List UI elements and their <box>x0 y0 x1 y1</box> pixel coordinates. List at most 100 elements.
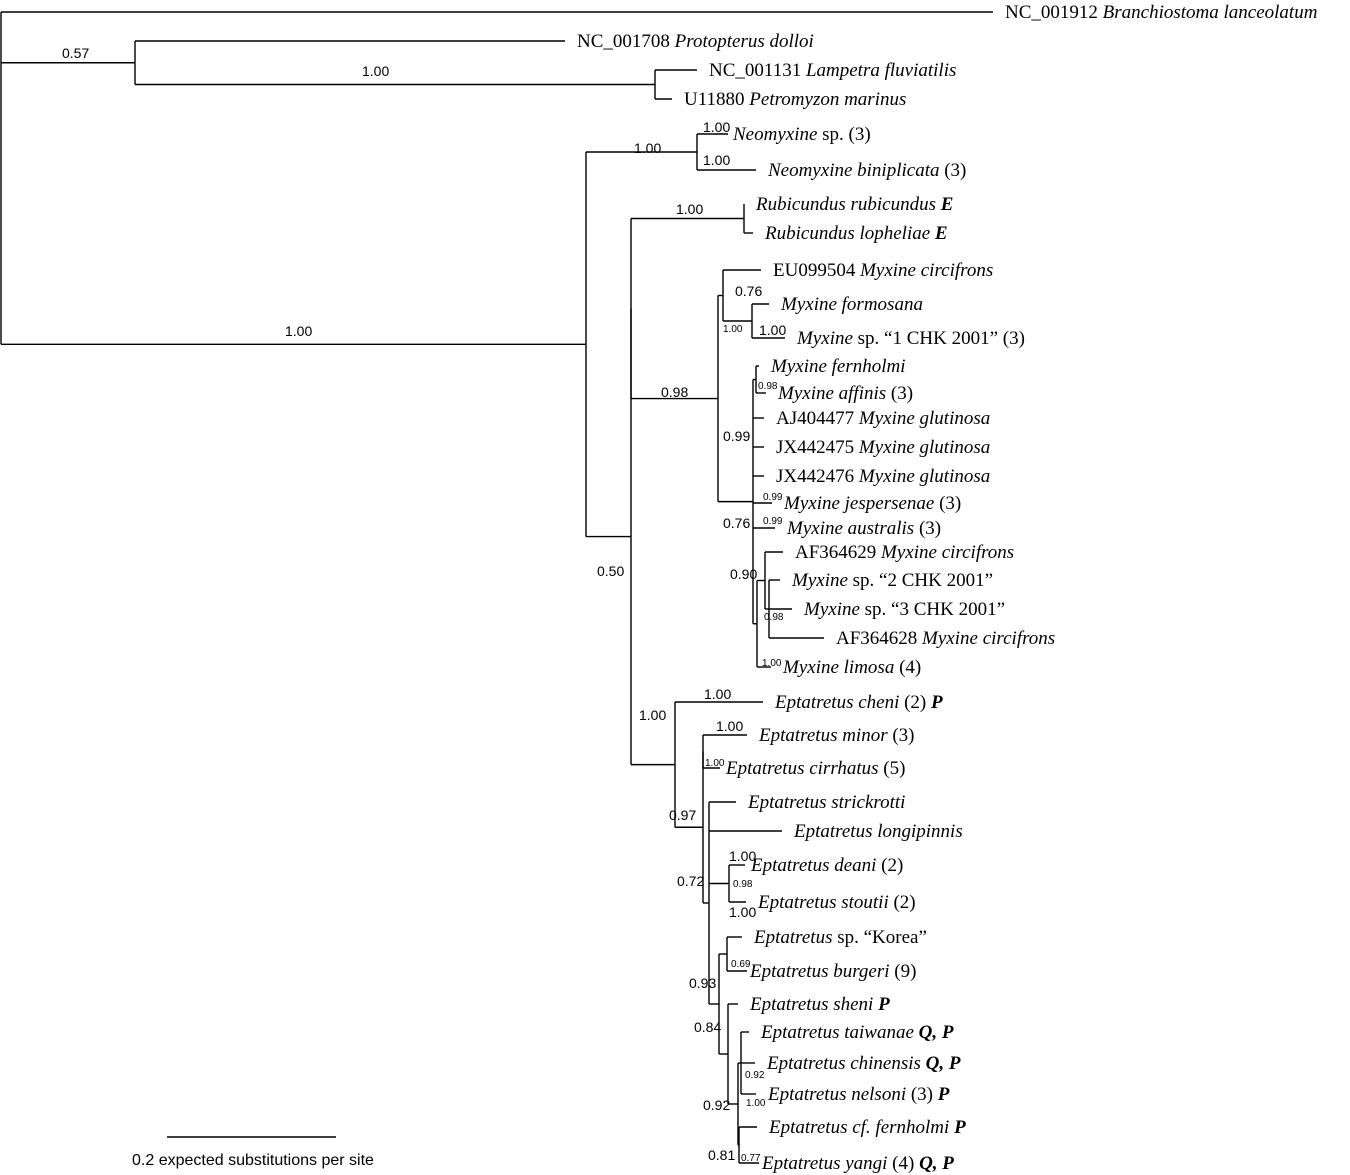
tip-label-prot: NC_001708 Protopterus dolloi <box>577 31 814 52</box>
tip-label-jx442475: JX442475 Myxine glutinosa <box>776 437 990 458</box>
support-myxine-circifrons-clade: 0.76 <box>723 515 750 531</box>
tree-branches <box>0 11 993 1164</box>
tip-label-part: P <box>930 692 943 713</box>
tip-label-part: (3) <box>888 725 915 746</box>
support-eptatretus-taiwanae: 0.92 <box>745 1070 765 1081</box>
support-myxine-formosana-clade: 1.00 <box>723 324 743 335</box>
tip-label-myfern: Myxine fernholmi <box>770 356 906 377</box>
tip-label-part: NC_001912 <box>1005 2 1103 23</box>
tip-label-part: (9) <box>890 961 917 982</box>
tip-label-neobi: Neomyxine biniplicata (3) <box>767 160 966 181</box>
tip-label-part: (2) <box>889 892 916 913</box>
tip-label-part: JX442476 <box>776 466 859 487</box>
tip-label-part: (2) <box>876 855 903 876</box>
tip-label-epshe: Eptatretus sheni P <box>749 994 890 1015</box>
support-myxine-australis: 0.99 <box>763 516 783 527</box>
tip-label-part: Rubicundus lopheliae <box>764 223 930 244</box>
tip-label-part: Myxine affinis <box>777 383 886 404</box>
tip-label-epche: Eptatretus cheni (2) P <box>774 692 943 713</box>
support-myxine: 0.98 <box>661 384 688 400</box>
tip-label-part: Eptatretus taiwanae <box>760 1022 914 1043</box>
support-eptatretus-nelsoni: 1.00 <box>746 1098 766 1109</box>
tip-label-part: sp. “1 CHK 2001” (3) <box>853 328 1025 349</box>
tip-label-my2chk: Myxine sp. “2 CHK 2001” <box>791 570 993 591</box>
tip-label-part: (3) <box>886 383 913 404</box>
tip-label-myjesp: Myxine jespersenae (3) <box>783 493 961 514</box>
tip-label-part: (3) <box>914 518 941 539</box>
tip-label-part: EU099504 <box>773 260 860 281</box>
tip-label-part: Eptatretus <box>753 927 832 948</box>
tip-label-af364628: AF364628 Myxine circifrons <box>836 628 1055 649</box>
tip-label-part: Myxine glutinosa <box>858 437 990 458</box>
support-rubicundus-myxine: 0.50 <box>597 563 624 579</box>
tip-label-myform: Myxine formosana <box>780 294 923 315</box>
tip-label-part: Myxine <box>791 570 848 591</box>
tip-label-part: Neomyxine <box>732 124 817 145</box>
support-myxini: 1.00 <box>285 323 312 339</box>
tip-label-part: Myxine circifrons <box>880 542 1014 563</box>
support-eptatretus-0-92: 0.92 <box>703 1097 730 1113</box>
tip-label-part: Eptatretus cirrhatus <box>725 758 879 779</box>
tip-label-aj404477: AJ404477 Myxine glutinosa <box>776 408 990 429</box>
tip-label-part: Neomyxine biniplicata <box>767 160 939 181</box>
tip-label-part: AJ404477 <box>776 408 859 429</box>
tip-label-part: Eptatretus nelsoni <box>767 1084 906 1105</box>
tip-label-part: Eptatretus stoutii <box>757 892 889 913</box>
tip-label-part: Eptatretus strickrotti <box>747 792 905 813</box>
tip-label-epdea: Eptatretus deani (2) <box>750 855 903 876</box>
tip-label-eplon: Eptatretus longipinnis <box>793 821 963 842</box>
support-myxine-jespersenae: 0.99 <box>763 492 783 503</box>
tip-label-part: Eptatretus minor <box>758 725 888 746</box>
support-neomyxine: 1.00 <box>634 140 661 156</box>
tip-label-part: Myxine glutinosa <box>858 408 990 429</box>
support-neomyxine-sp: 1.00 <box>703 119 730 135</box>
tip-label-af364629: AF364629 Myxine circifrons <box>795 542 1014 563</box>
support-myxine-1chk: 1.00 <box>759 322 786 338</box>
tip-label-part: Myxine formosana <box>780 294 923 315</box>
tip-label-part: NC_001708 <box>577 31 675 52</box>
tip-label-my1chk: Myxine sp. “1 CHK 2001” (3) <box>796 328 1025 349</box>
tip-label-part: NC_001131 <box>709 60 806 81</box>
tip-label-part: (5) <box>879 758 906 779</box>
tip-label-part: AF364628 <box>836 628 922 649</box>
support-myxine-eu099504: 0.76 <box>735 283 762 299</box>
tip-label-jx442476: JX442476 Myxine glutinosa <box>776 466 990 487</box>
tip-label-petr: U11880 Petromyzon marinus <box>684 89 906 110</box>
tip-label-part: Eptatretus chinensis <box>766 1053 921 1074</box>
tip-label-part: Protopterus dolloi <box>674 31 814 52</box>
support-neomyxine-biniplicata: 1.00 <box>703 152 730 168</box>
tip-label-rublo: Rubicundus lopheliae E <box>764 223 948 244</box>
tip-label-epchi: Eptatretus chinensis Q, P <box>766 1053 961 1074</box>
tip-label-part: Eptatretus cf. fernholmi <box>768 1117 949 1138</box>
tip-label-part: Rubicundus rubicundus <box>755 194 936 215</box>
support-eptatretus-minor: 1.00 <box>716 718 743 734</box>
support-eptatretus-yangi: 0.77 <box>741 1153 761 1164</box>
tip-label-part: Branchiostoma lanceolatum <box>1103 2 1318 23</box>
tip-label-part: sp. “Korea” <box>832 927 926 948</box>
tip-label-part: Lampetra fluviatilis <box>805 60 956 81</box>
tip-label-epnel: Eptatretus nelsoni (3) P <box>767 1084 950 1105</box>
support-lamprey: 1.00 <box>362 63 389 79</box>
tip-label-part: Eptatretus cheni <box>774 692 899 713</box>
support-eptatretus-stoutii: 1.00 <box>729 904 756 920</box>
support-myxine-2chk: 0.98 <box>764 612 784 623</box>
tip-label-neosp: Neomyxine sp. (3) <box>732 124 871 145</box>
tip-label-epsto: Eptatretus stoutii (2) <box>757 892 916 913</box>
tip-label-epkor: Eptatretus sp. “Korea” <box>753 927 927 948</box>
tip-label-part: (4) <box>894 657 921 678</box>
tip-label-part: sp. “3 CHK 2001” <box>860 599 1005 620</box>
tip-label-part: sp. “2 CHK 2001” <box>848 570 993 591</box>
tip-label-mylim: Myxine limosa (4) <box>782 657 921 678</box>
scale-bar-label: 0.2 expected substitutions per site <box>132 1152 374 1169</box>
support-myxine-limosa: 1.00 <box>762 658 782 669</box>
tip-label-part: Myxine glutinosa <box>858 466 990 487</box>
tip-label-part: Q, P <box>919 1022 954 1043</box>
tip-label-part: P <box>877 994 890 1015</box>
tip-label-part: Myxine australis <box>786 518 914 539</box>
tip-label-part: Eptatretus yangi <box>761 1153 887 1174</box>
support-root-outgroup: 0.57 <box>62 45 89 61</box>
tip-label-eu099504: EU099504 Myxine circifrons <box>773 260 993 281</box>
tip-label-epfer: Eptatretus cf. fernholmi P <box>768 1117 966 1138</box>
tip-label-part: Myxine circifrons <box>921 628 1055 649</box>
